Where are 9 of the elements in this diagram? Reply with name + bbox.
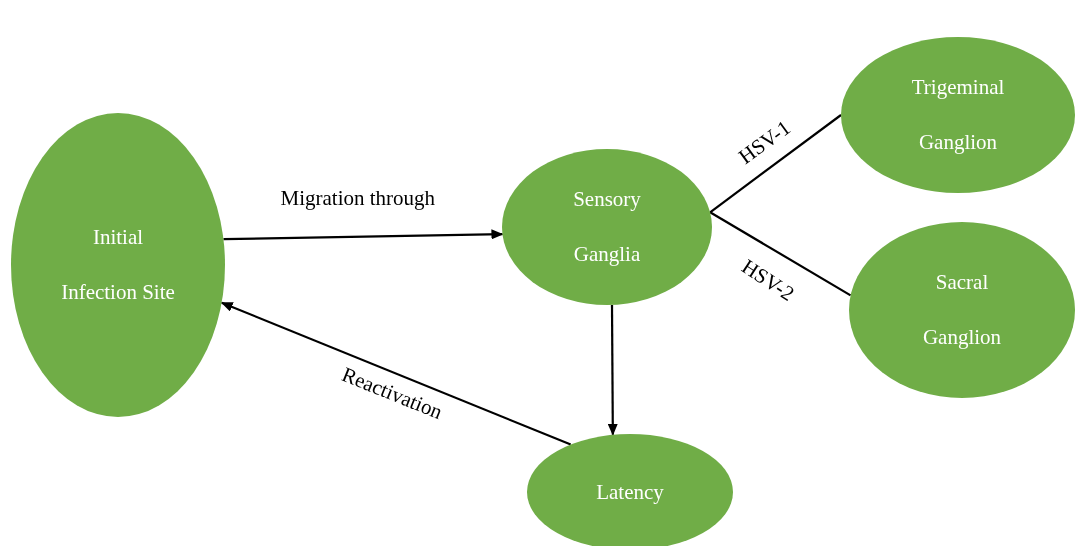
connector-line — [709, 114, 842, 214]
node-label: Sacral Ganglion — [921, 269, 1003, 351]
arrow — [223, 229, 504, 241]
node-label: Latency — [595, 478, 665, 506]
arrow — [607, 304, 618, 436]
node-label: Initial Infection Site — [60, 224, 176, 306]
node-label: Sensory Ganglia — [572, 186, 642, 268]
node-label: Trigeminal Ganglion — [910, 74, 1006, 156]
connector-line — [709, 211, 852, 297]
